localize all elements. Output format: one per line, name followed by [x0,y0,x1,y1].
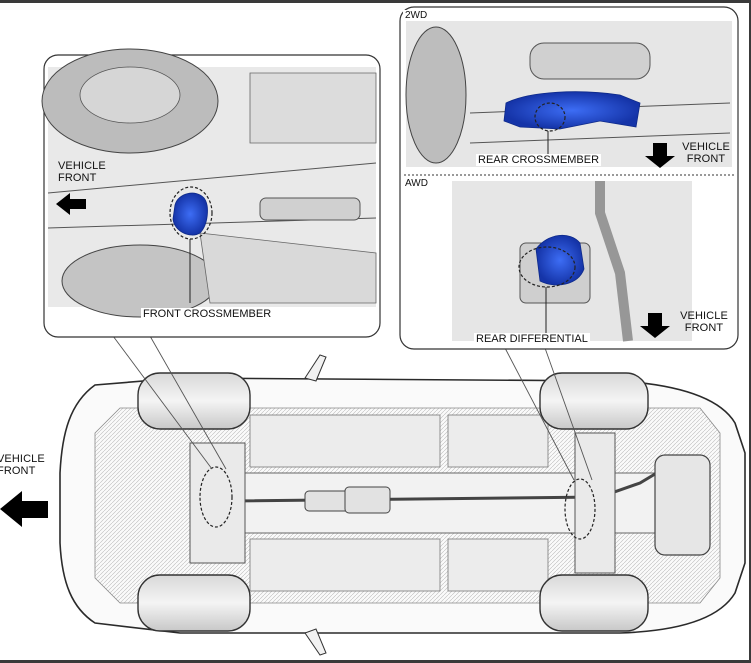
vehicle-front-arrow-inset [56,193,86,215]
vehicle-front-line-2: FRONT [684,322,724,334]
front-inset-panel [41,48,381,338]
vehicle-front-label-awd: VEHICLE FRONT [674,310,734,334]
vehicle-front-line-1: VEHICLE [0,453,45,465]
car-underbody [0,354,746,656]
vehicle-front-line-1: VEHICLE [680,310,728,322]
vehicle-front-line-1: VEHICLE [58,160,106,172]
section-awd-label: AWD [403,178,430,189]
vehicle-front-label-inset: VEHICLE FRONT [58,160,106,184]
rear-crossmember-highlight [503,91,641,130]
front-crossmember-label: FRONT CROSSMEMBER [141,308,274,320]
rear-differential-label: REAR DIFFERENTIAL [474,333,590,345]
vehicle-front-line-2: FRONT [0,465,36,477]
vehicle-front-line-1: VEHICLE [682,141,730,153]
vehicle-front-label-2wd: VEHICLE FRONT [676,141,736,165]
vehicle-front-line-2: FRONT [58,172,97,184]
front-crossmember-highlight [172,192,208,236]
section-2wd-label: 2WD [403,10,430,21]
front-crossmember-marker [199,466,233,528]
underbody-diagram [0,6,746,656]
diagram-sheet: VEHICLE FRONT FRONT CROSSMEMBER 2WD AWD … [0,3,749,660]
leader-lines [112,335,593,481]
rear-crossmember-marker [564,478,596,540]
vehicle-front-label-main: VEHICLE FRONT [0,453,45,477]
rear-crossmember-label: REAR CROSSMEMBER [476,154,602,166]
vehicle-front-arrow-main [0,491,48,527]
vehicle-front-line-2: FRONT [686,153,726,165]
rear-inset-panel [399,6,739,350]
rear-differential-highlight [535,235,585,286]
